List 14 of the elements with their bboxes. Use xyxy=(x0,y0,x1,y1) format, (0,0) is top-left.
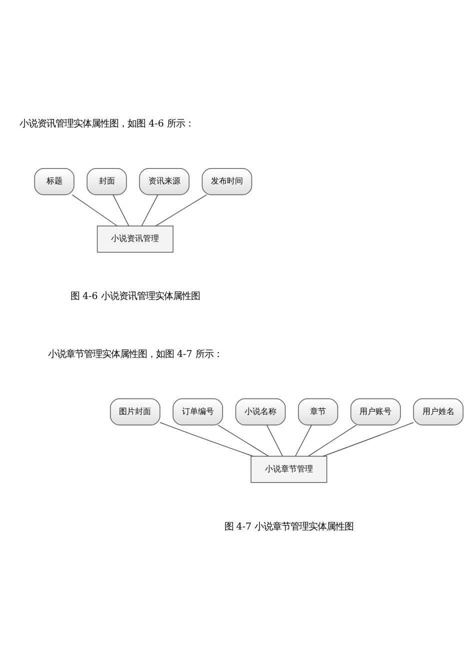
label: 图 4-6 小说资讯管理实体属性图 xyxy=(70,291,200,302)
connector xyxy=(322,422,414,457)
label: 小说资讯管理实体属性图，如图 4-6 所示： xyxy=(20,118,194,130)
label: 图 4-7 小说章节管理实体属性图 xyxy=(224,521,354,532)
connector xyxy=(308,424,357,457)
connector xyxy=(266,424,283,457)
label: 小说章节管理实体属性图，如图 4-7 所示： xyxy=(48,348,222,360)
connector xyxy=(218,424,270,457)
connector xyxy=(72,194,118,226)
connector xyxy=(141,194,158,226)
connector xyxy=(160,422,254,457)
connector xyxy=(295,424,312,457)
connector xyxy=(112,194,130,226)
connector xyxy=(155,194,207,226)
